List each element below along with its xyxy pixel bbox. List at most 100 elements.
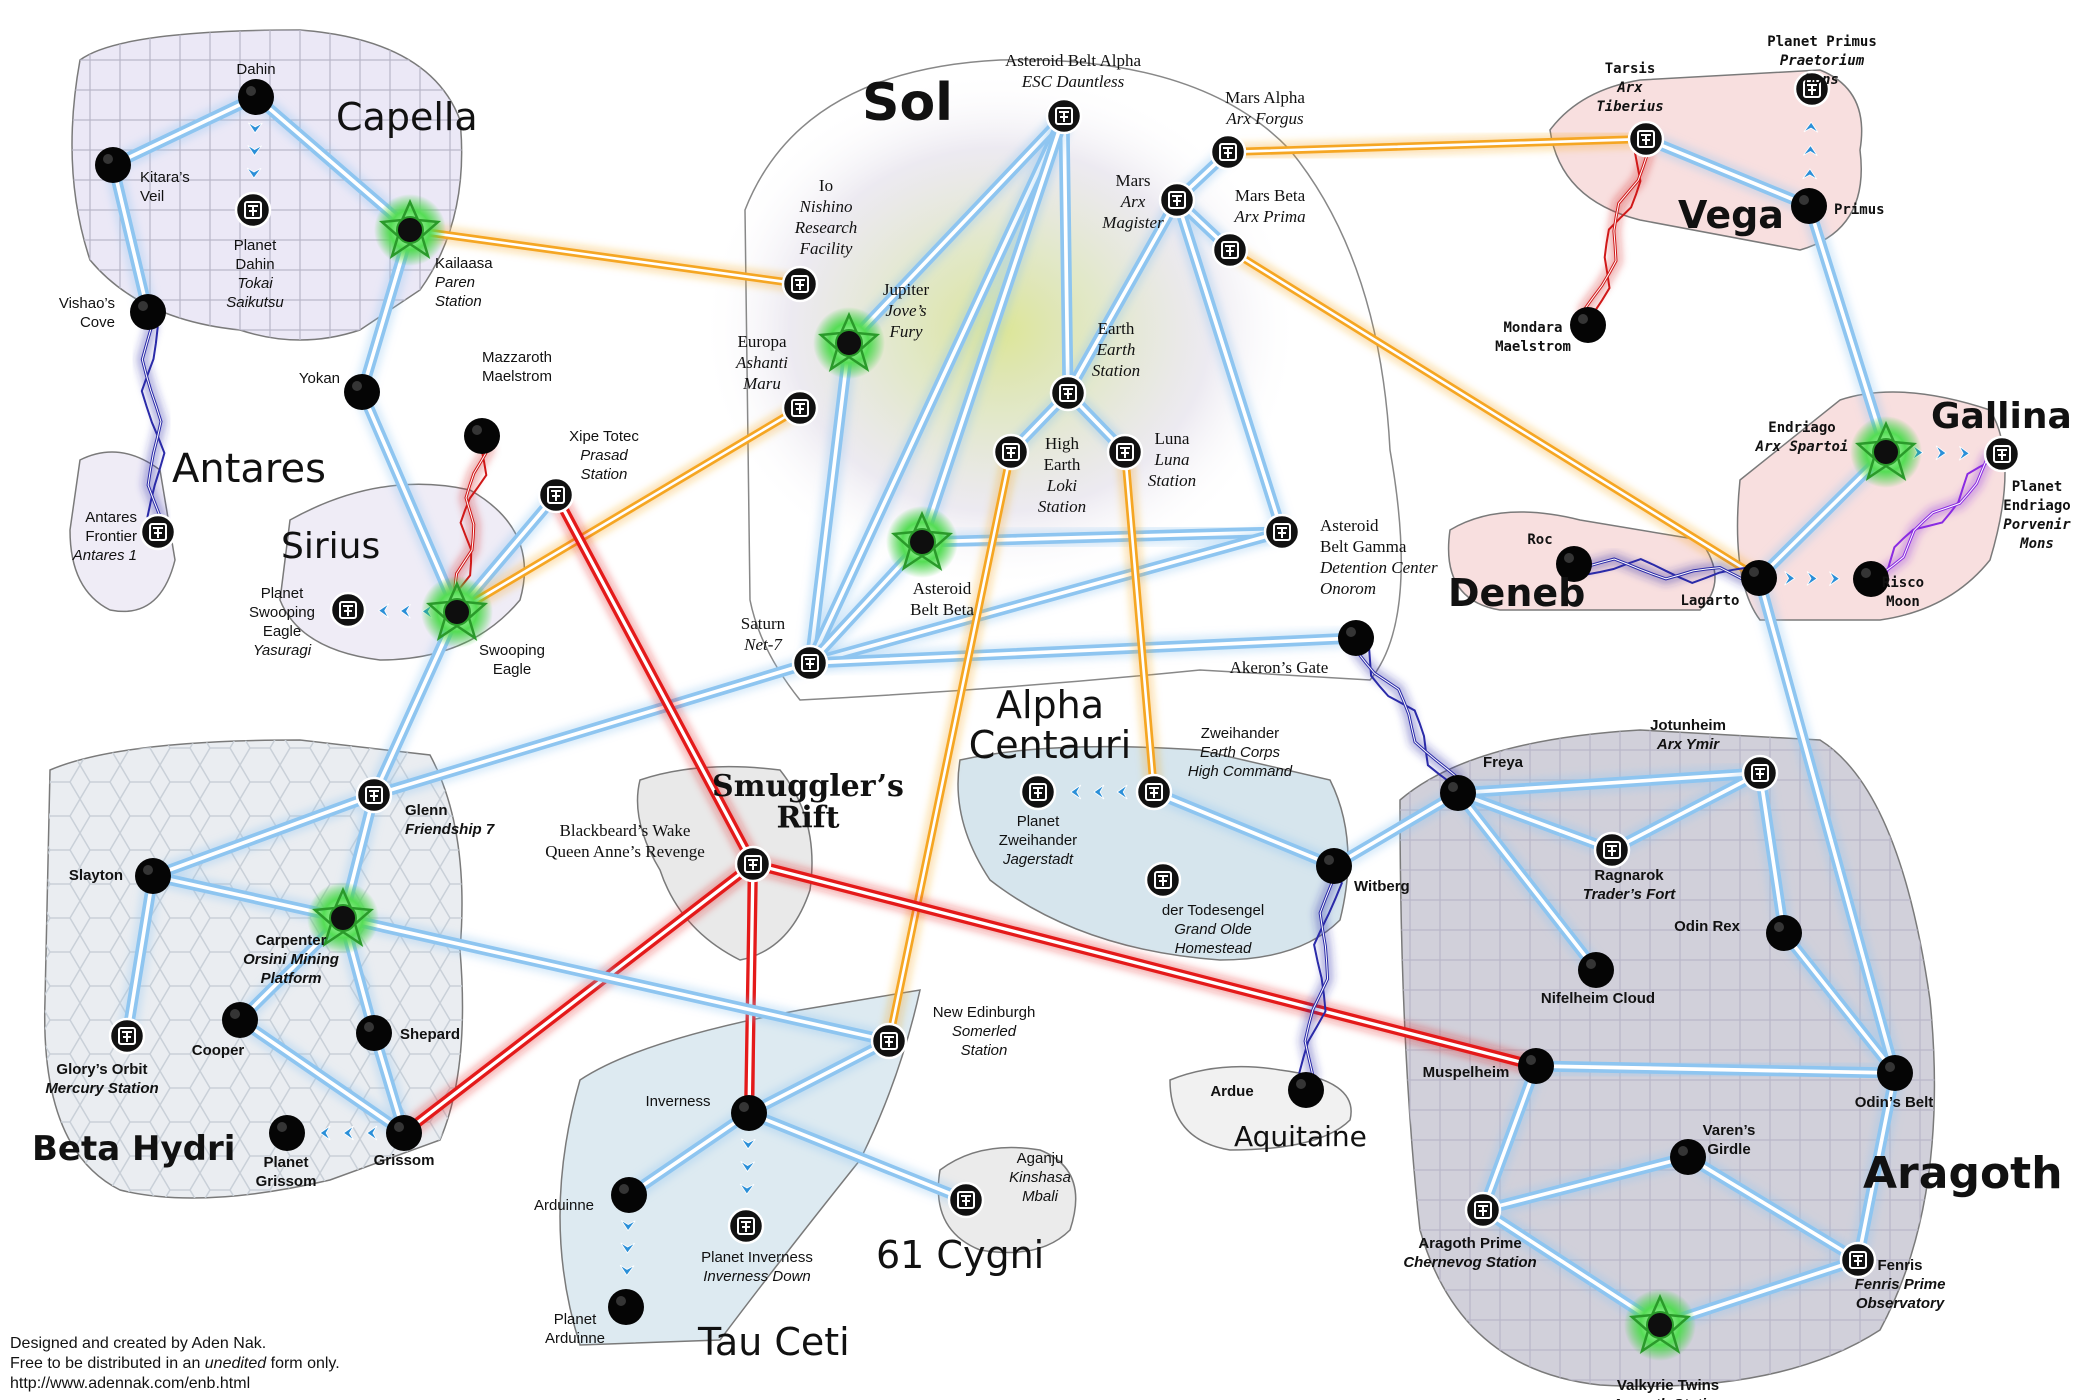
node-freya[interactable] xyxy=(1440,775,1476,811)
node-luna[interactable] xyxy=(1106,433,1144,471)
label-line: Arx Ymir xyxy=(1656,736,1720,753)
planet-highlight xyxy=(394,1122,404,1132)
node-new-edinburgh[interactable] xyxy=(870,1022,908,1060)
node-primus[interactable] xyxy=(1791,188,1827,224)
node-cooper[interactable] xyxy=(222,1002,258,1038)
node-kailaasa[interactable] xyxy=(374,194,446,266)
node-xipe-totec[interactable] xyxy=(537,476,575,514)
planet-icon xyxy=(1518,1048,1554,1084)
node-saturn[interactable] xyxy=(791,644,829,682)
node-planet-dahin[interactable] xyxy=(234,191,272,229)
node-high-earth[interactable] xyxy=(992,433,1030,471)
region-label-line: Antares xyxy=(172,446,326,492)
planet-icon xyxy=(95,147,131,183)
node-der-todesengel[interactable] xyxy=(1144,861,1182,899)
planet-icon xyxy=(1670,1139,1706,1175)
node-carpenter[interactable] xyxy=(307,882,379,954)
planet-icon xyxy=(1338,620,1374,656)
node-ragnarok[interactable] xyxy=(1593,831,1631,869)
planet-icon xyxy=(1877,1055,1913,1091)
node-planet-endriago[interactable] xyxy=(1983,435,2021,473)
route-arrow-mark xyxy=(247,144,263,157)
node-swooping-eagle[interactable] xyxy=(421,576,493,648)
station-glyph xyxy=(1033,787,1043,798)
node-valkyrie-twins[interactable] xyxy=(1624,1289,1696,1361)
station-glyph xyxy=(551,490,561,501)
node-witberg[interactable] xyxy=(1316,848,1352,884)
node-nifelheim-cloud[interactable] xyxy=(1578,952,1614,988)
region-texture-capella xyxy=(72,30,462,340)
label-line: Dahin xyxy=(235,256,274,273)
node-io[interactable] xyxy=(781,265,819,303)
node-earth[interactable] xyxy=(1049,374,1087,412)
label-line: Grissom xyxy=(374,1152,435,1169)
node-arduinne[interactable] xyxy=(611,1177,647,1213)
node-zweihander[interactable] xyxy=(1135,773,1173,811)
route-swooping-eagle-europa xyxy=(449,400,808,620)
node-mondara[interactable] xyxy=(1570,307,1606,343)
node-yokan[interactable] xyxy=(344,374,380,410)
node-mars-alpha[interactable] xyxy=(1209,133,1247,171)
node-shepard[interactable] xyxy=(356,1015,392,1051)
label-line: der Todesengel xyxy=(1162,902,1264,919)
node-endriago[interactable] xyxy=(1850,416,1922,488)
node-aragoth-prime[interactable] xyxy=(1464,1191,1502,1229)
node-blackbeards-wake[interactable] xyxy=(734,845,772,883)
label-line: Homestead xyxy=(1175,940,1252,957)
planet-icon xyxy=(1578,952,1614,988)
jumpgate-core xyxy=(443,598,471,626)
node-varens-girdle[interactable] xyxy=(1670,1139,1706,1175)
node-aganju[interactable] xyxy=(947,1181,985,1219)
node-asteroid-belt-alpha[interactable] xyxy=(1045,97,1083,135)
route-freya-ragnarok xyxy=(1448,783,1622,860)
region-label-line: Tau Ceti xyxy=(697,1320,850,1364)
node-glorys-orbit[interactable] xyxy=(108,1017,146,1055)
node-grissom[interactable] xyxy=(386,1115,422,1151)
route-vishaos-cove-antares-frontier xyxy=(136,310,168,533)
label-akerons-gate: Akeron’s Gate xyxy=(1230,658,1329,677)
node-risco-moon[interactable] xyxy=(1853,561,1889,597)
node-planet-swooping-eagle[interactable] xyxy=(329,591,367,629)
node-mazzaroth[interactable] xyxy=(464,418,500,454)
node-mars-beta[interactable] xyxy=(1211,231,1249,269)
node-planet-zweihander[interactable] xyxy=(1019,773,1057,811)
node-europa[interactable] xyxy=(781,389,819,427)
node-odin-rex[interactable] xyxy=(1766,915,1802,951)
node-asteroid-belt-beta[interactable] xyxy=(886,506,958,578)
node-antares-frontier[interactable] xyxy=(139,513,177,551)
node-vishaos-cove[interactable] xyxy=(130,294,166,330)
credits-line-2-em: unedited xyxy=(204,1355,267,1372)
node-inverness[interactable] xyxy=(731,1095,767,1131)
node-tarsis[interactable] xyxy=(1627,120,1665,158)
node-glenn[interactable] xyxy=(355,776,393,814)
node-muspelheim[interactable] xyxy=(1518,1048,1554,1084)
node-fenris[interactable] xyxy=(1839,1241,1877,1279)
node-planet-inverness[interactable] xyxy=(727,1207,765,1245)
node-mars[interactable] xyxy=(1158,181,1196,219)
node-dahin[interactable] xyxy=(238,79,274,115)
node-asteroid-belt-gamma[interactable] xyxy=(1263,513,1301,551)
node-lagarto[interactable] xyxy=(1741,560,1777,596)
credits-url[interactable]: http://www.adennak.com/enb.html xyxy=(10,1375,251,1392)
label-line: Earth xyxy=(1096,340,1136,359)
station-frame xyxy=(737,1217,755,1235)
node-jupiter[interactable] xyxy=(813,307,885,379)
node-odins-belt[interactable] xyxy=(1877,1055,1913,1091)
node-ardue[interactable] xyxy=(1288,1072,1324,1108)
node-planet-grissom[interactable] xyxy=(269,1115,305,1151)
node-planet-primus[interactable] xyxy=(1793,70,1831,108)
label-line: Cooper xyxy=(192,1042,245,1059)
node-jotunheim[interactable] xyxy=(1741,754,1779,792)
node-roc[interactable] xyxy=(1556,546,1592,582)
label-line: Mondara xyxy=(1503,320,1562,336)
node-planet-arduinne[interactable] xyxy=(608,1289,644,1325)
route-new-edinburgh-inverness xyxy=(739,1031,899,1123)
node-kitaras-veil[interactable] xyxy=(95,147,131,183)
node-akerons-gate[interactable] xyxy=(1338,620,1374,656)
label-line: Aragoth Prime xyxy=(1418,1235,1521,1252)
node-slayton[interactable] xyxy=(135,858,171,894)
